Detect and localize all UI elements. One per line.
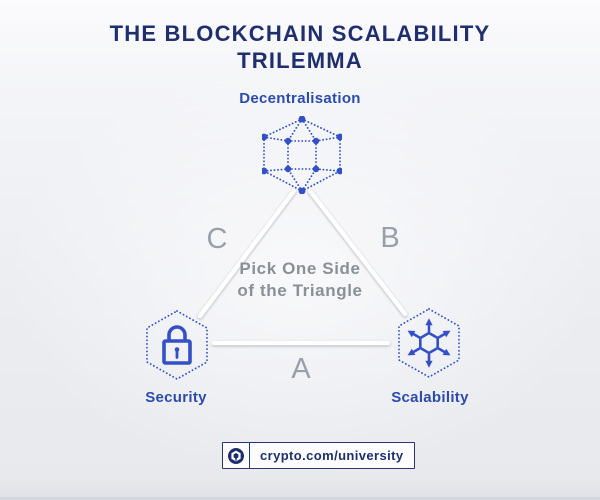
page-title: THE BLOCKCHAIN SCALABILITY TRILEMMA: [0, 20, 600, 74]
side-label-c: C: [206, 223, 228, 255]
side-label-a: A: [291, 353, 311, 385]
security-label: Security: [145, 389, 207, 406]
decentralisation-label: Decentralisation: [239, 90, 361, 107]
center-caption-line-2: of the Triangle: [237, 281, 363, 300]
center-caption-line-1: Pick One Side: [239, 259, 361, 278]
scale-out-arrows-icon: [398, 307, 460, 379]
badge-url-text: crypto.com/university: [260, 448, 404, 463]
side-label-b: B: [380, 222, 400, 254]
crypto-com-logo-icon: [223, 443, 250, 468]
bottom-edge-divider: [0, 497, 600, 500]
footer-badge: crypto.com/university: [222, 442, 415, 469]
title-line-1: THE BLOCKCHAIN SCALABILITY: [109, 21, 491, 46]
padlock-icon: [146, 309, 208, 381]
center-caption: Pick One Side of the Triangle: [150, 258, 450, 302]
scalability-label: Scalability: [391, 389, 469, 406]
network-mesh-icon: [262, 116, 342, 194]
title-line-2: TRILEMMA: [237, 48, 363, 73]
